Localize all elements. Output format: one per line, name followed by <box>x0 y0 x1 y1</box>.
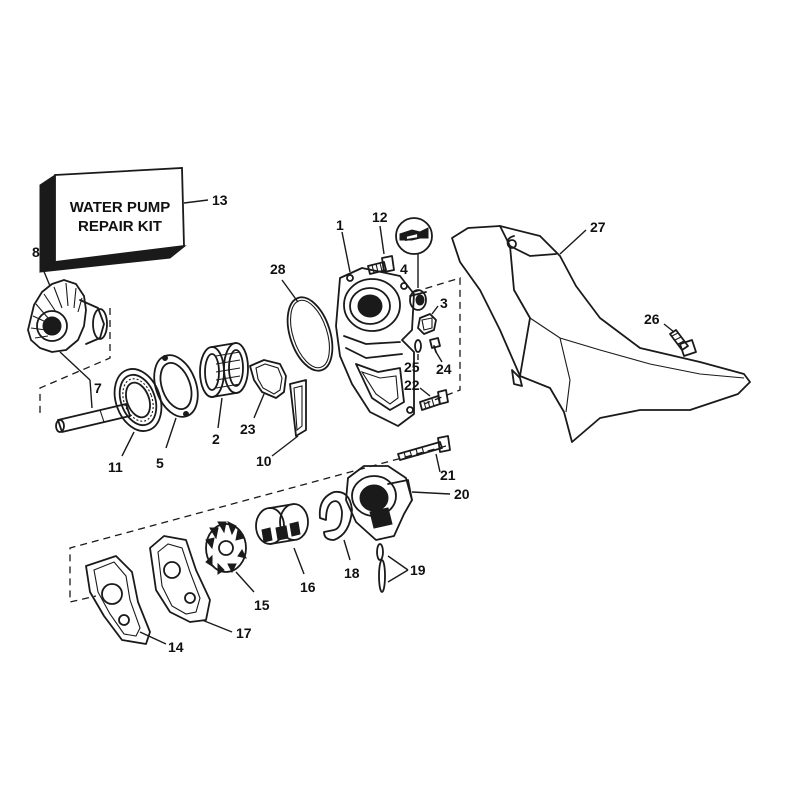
pump-housing <box>335 267 415 427</box>
plate-gasket <box>85 555 151 645</box>
needle-bearing <box>199 342 249 398</box>
screw-26 <box>669 329 697 357</box>
drive-shaft <box>55 403 131 433</box>
callout-19: 19 <box>410 562 426 578</box>
screw-24 <box>429 337 441 353</box>
wear-plate-gasket <box>149 535 211 623</box>
screw-22 <box>419 389 449 411</box>
callout-4: 4 <box>400 261 408 277</box>
sealant-tube-icon <box>395 217 433 255</box>
pins-19 <box>376 543 386 593</box>
seal-strip <box>289 379 307 437</box>
callout-22: 22 <box>404 377 420 393</box>
ring-seal-18 <box>318 490 353 541</box>
callout-3: 3 <box>440 295 448 311</box>
kit-label-line2: REPAIR KIT <box>78 218 162 235</box>
o-ring <box>286 296 334 372</box>
callout-13: 13 <box>212 192 228 208</box>
callout-23: 23 <box>240 421 256 437</box>
thrust-bearing <box>113 368 163 432</box>
impeller-housing <box>345 465 413 541</box>
callout-21: 21 <box>440 467 456 483</box>
drive-gear <box>27 279 108 353</box>
callout-24: 24 <box>436 361 452 377</box>
pump-liner <box>255 503 309 545</box>
callout-16: 16 <box>300 579 316 595</box>
callout-10: 10 <box>256 453 272 469</box>
bushing-4 <box>409 289 427 311</box>
thrust-washer <box>153 354 199 418</box>
kit-label-line1: WATER PUMP <box>70 199 171 216</box>
callout-15: 15 <box>254 597 270 613</box>
callout-1: 1 <box>336 217 344 233</box>
repair-kit-box: WATER PUMP REPAIR KIT <box>39 167 187 273</box>
callout-18: 18 <box>344 565 360 581</box>
callout-5: 5 <box>156 455 164 471</box>
callout-11: 11 <box>108 459 123 475</box>
callout-26: 26 <box>644 311 660 327</box>
nut-3 <box>417 313 437 335</box>
callout-12: 12 <box>372 209 388 225</box>
pin-25 <box>414 339 422 353</box>
callout-25: 25 <box>404 359 420 375</box>
gasket-23 <box>249 359 287 399</box>
callout-8: 8 <box>32 244 40 260</box>
callout-27: 27 <box>590 219 606 235</box>
callout-20: 20 <box>454 486 470 502</box>
callout-17: 17 <box>236 625 252 641</box>
impeller <box>205 521 247 575</box>
callout-2: 2 <box>212 431 220 447</box>
housing-cover <box>451 225 751 443</box>
screw-12 <box>367 255 395 275</box>
callout-7: 7 <box>94 380 102 396</box>
callout-14: 14 <box>168 639 184 655</box>
callout-28: 28 <box>270 261 286 277</box>
